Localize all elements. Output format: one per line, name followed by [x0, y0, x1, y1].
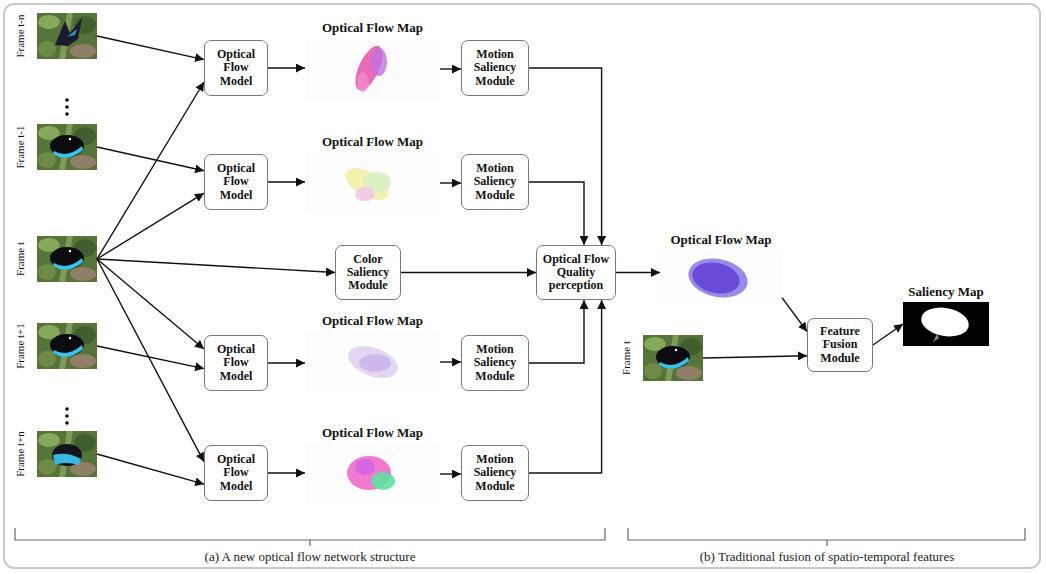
flow-arrow [97, 259, 335, 273]
flow-arrow [529, 182, 584, 245]
flow-arrow [268, 181, 305, 182]
flow-map-image: Optical Flow Map [305, 331, 440, 393]
frame-label: Frame t [14, 242, 26, 276]
flow-map-picture [305, 443, 440, 505]
frame-picture [37, 124, 97, 170]
frame-label: Frame t-1 [14, 125, 26, 168]
flow-arrow [268, 67, 305, 68]
flow-arrow [873, 324, 903, 345]
flow-map-image: Optical Flow Map [305, 443, 440, 505]
flow-arrow [529, 300, 602, 473]
box-label: Feature Fusion Module [811, 325, 869, 365]
box-label: Optical Flow Model [208, 453, 264, 493]
image-title: Saliency Map [908, 284, 983, 300]
flow-arrow [529, 68, 602, 245]
frame-label: Frame t+n [14, 431, 26, 477]
saliency-map-picture [903, 302, 989, 346]
process-box: Motion Saliency Module [461, 335, 529, 391]
outer-frame [4, 4, 1040, 568]
saliency-map-image: Saliency Map [903, 302, 989, 346]
process-box: Optical Flow Model [204, 335, 268, 391]
flow-arrow [616, 272, 660, 273]
frame-image: Frame t+1 [37, 323, 97, 369]
frame-image: Frame t+n [37, 431, 97, 477]
flow-arrow [97, 259, 204, 462]
frame-image: Frame t-1 [37, 124, 97, 170]
process-box: Optical Flow Model [204, 40, 268, 96]
frame-image: Frame t-n [37, 13, 97, 59]
flow-arrow [97, 346, 204, 369]
process-box: Optical Flow Model [204, 445, 268, 501]
box-label: Motion Saliency Module [465, 48, 525, 88]
box-label: Color Saliency Module [339, 253, 397, 293]
flow-arrow [268, 362, 305, 363]
flow-arrow [782, 298, 807, 332]
process-box: Feature Fusion Module [807, 318, 873, 372]
frame-picture [643, 335, 703, 381]
flow-arrow [97, 36, 204, 60]
image-title: Optical Flow Map [670, 232, 771, 248]
flow-map-picture [305, 38, 440, 100]
caption-label: (a) A new optical flow network structure [205, 549, 416, 565]
process-box: Color Saliency Module [335, 245, 401, 300]
box-label: Motion Saliency Module [465, 162, 525, 202]
process-box: Optical Flow Quality perception [536, 245, 616, 300]
box-label: Optical Flow Model [208, 162, 264, 202]
frame-picture [37, 236, 97, 282]
frame-picture [37, 13, 97, 59]
frame-image: Frame t [643, 335, 703, 381]
frame-picture [37, 431, 97, 477]
process-box: Optical Flow Model [204, 154, 268, 210]
flow-arrow [529, 300, 584, 363]
frame-label: Frame t-n [14, 14, 26, 57]
box-label: Optical Flow Model [208, 343, 264, 383]
bracket [15, 528, 1025, 546]
frame-label: Frame t+1 [14, 323, 26, 369]
flow-arrow [97, 259, 204, 349]
flow-arrow [703, 356, 807, 358]
frame-picture [37, 323, 97, 369]
image-title: Optical Flow Map [322, 20, 423, 36]
flow-map-image: Optical Flow Map [305, 38, 440, 100]
process-box: Motion Saliency Module [461, 154, 529, 210]
box-label: Optical Flow Model [208, 48, 264, 88]
flow-arrow [440, 68, 461, 69]
frame-label: Frame t [620, 341, 632, 375]
flow-arrow [401, 272, 536, 273]
frame-image: Frame t [37, 236, 97, 282]
flow-map-image: Optical Flow Map [660, 250, 782, 306]
flow-arrow [440, 361, 461, 362]
process-box: Motion Saliency Module [461, 40, 529, 96]
flow-arrow [440, 473, 461, 474]
box-label: Motion Saliency Module [465, 453, 525, 493]
ellipsis-dots [65, 98, 69, 425]
image-title: Optical Flow Map [322, 313, 423, 329]
image-title: Optical Flow Map [322, 134, 423, 150]
flow-arrow [97, 193, 204, 259]
flow-arrow [97, 454, 204, 484]
box-label: Optical Flow Quality perception [540, 253, 612, 293]
box-label: Motion Saliency Module [465, 343, 525, 383]
flow-map-picture [660, 250, 782, 306]
flow-map-image: Optical Flow Map [305, 152, 440, 214]
flow-arrow [97, 147, 204, 171]
flow-arrow [440, 182, 461, 183]
process-box: Motion Saliency Module [461, 445, 529, 501]
flow-arrow [97, 82, 204, 259]
flow-map-picture [305, 152, 440, 214]
flow-arrow [268, 472, 305, 473]
flow-map-picture [305, 331, 440, 393]
caption-label: (b) Traditional fusion of spatio-tempora… [700, 549, 955, 565]
image-title: Optical Flow Map [322, 425, 423, 441]
